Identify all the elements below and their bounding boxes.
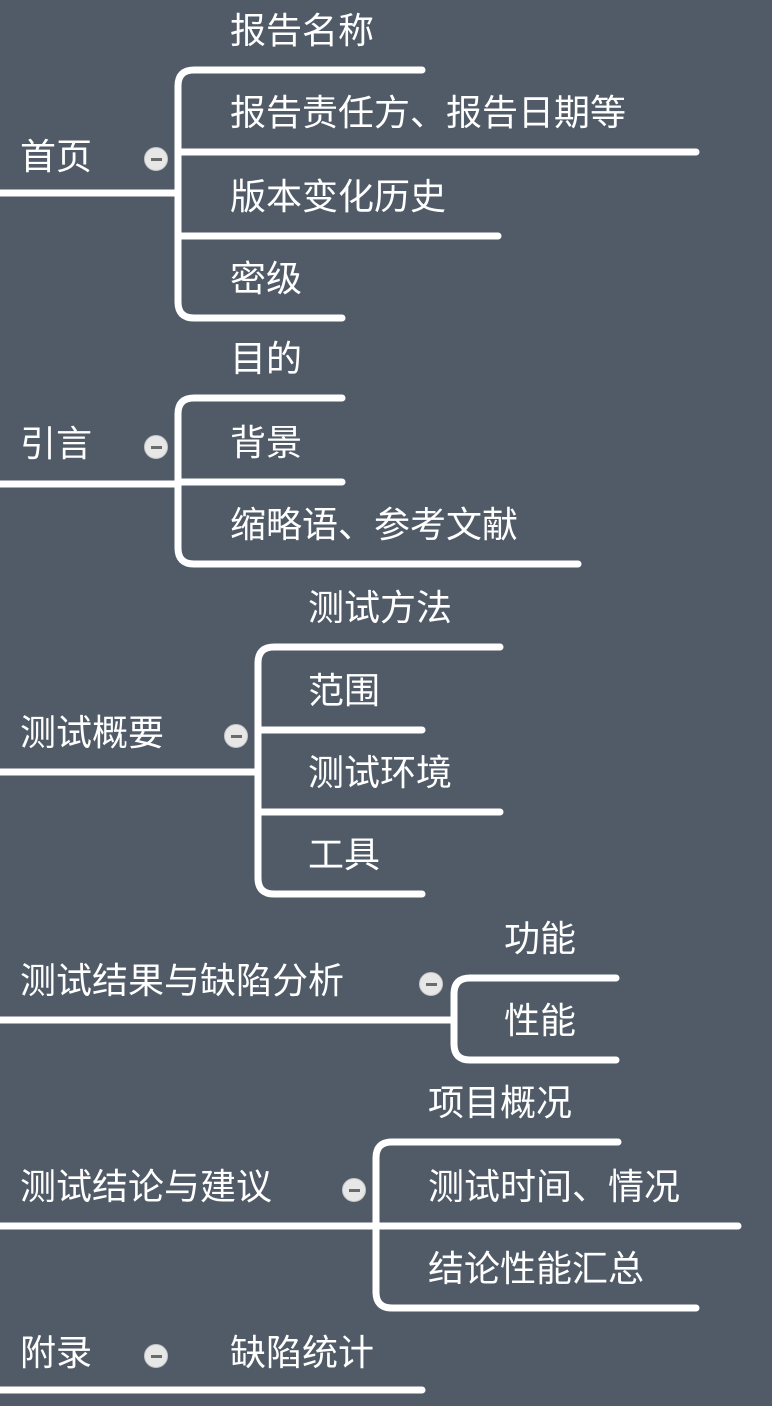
subtopic-4-1[interactable]: 测试时间、情况 (428, 1167, 681, 1208)
child-line-4-0 (372, 1138, 622, 1162)
child-line-0-3 (174, 298, 346, 322)
child-line-2-3 (254, 874, 426, 898)
collapse-minus-icon[interactable] (144, 147, 168, 171)
collapse-minus-icon[interactable] (419, 972, 443, 996)
topic-2[interactable]: 测试概要 (20, 713, 165, 754)
child-line-1-2 (174, 544, 582, 568)
child-line-4-2 (372, 1288, 700, 1312)
subtopic-1-0[interactable]: 目的 (230, 339, 303, 380)
collapse-minus-icon[interactable] (144, 1344, 168, 1368)
subtopic-0-1[interactable]: 报告责任方、报告日期等 (230, 93, 627, 134)
collapse-minus-icon[interactable] (144, 435, 168, 459)
child-line-3-0 (450, 974, 620, 998)
subtopic-0-2[interactable]: 版本变化历史 (230, 177, 447, 218)
child-line-2-0 (254, 643, 504, 667)
collapse-minus-icon[interactable] (224, 724, 248, 748)
subtopic-0-3[interactable]: 密级 (230, 259, 303, 300)
subtopic-2-2[interactable]: 测试环境 (308, 753, 453, 794)
topic-3[interactable]: 测试结果与缺陷分析 (20, 961, 345, 1002)
child-line-3-1 (450, 1040, 620, 1064)
subtopic-5-0[interactable]: 缺陷统计 (230, 1333, 375, 1374)
topic-4[interactable]: 测试结论与建议 (20, 1167, 273, 1208)
subtopic-1-2[interactable]: 缩略语、参考文献 (230, 505, 519, 546)
subtopic-2-1[interactable]: 范围 (308, 671, 381, 712)
topic-5[interactable]: 附录 (20, 1333, 93, 1374)
child-line-1-0 (174, 394, 346, 418)
subtopic-2-0[interactable]: 测试方法 (308, 588, 453, 629)
subtopic-3-1[interactable]: 性能 (504, 1001, 577, 1042)
subtopic-2-3[interactable]: 工具 (308, 835, 381, 876)
subtopic-1-1[interactable]: 背景 (230, 423, 303, 464)
subtopic-3-0[interactable]: 功能 (504, 919, 577, 960)
topic-1[interactable]: 引言 (20, 424, 93, 465)
subtopic-4-2[interactable]: 结论性能汇总 (428, 1249, 645, 1290)
subtopic-4-0[interactable]: 项目概况 (428, 1083, 573, 1124)
collapse-minus-icon[interactable] (342, 1178, 366, 1202)
child-line-0-0 (174, 66, 426, 90)
subtopic-0-0[interactable]: 报告名称 (230, 11, 375, 52)
topic-0[interactable]: 首页 (20, 137, 93, 178)
